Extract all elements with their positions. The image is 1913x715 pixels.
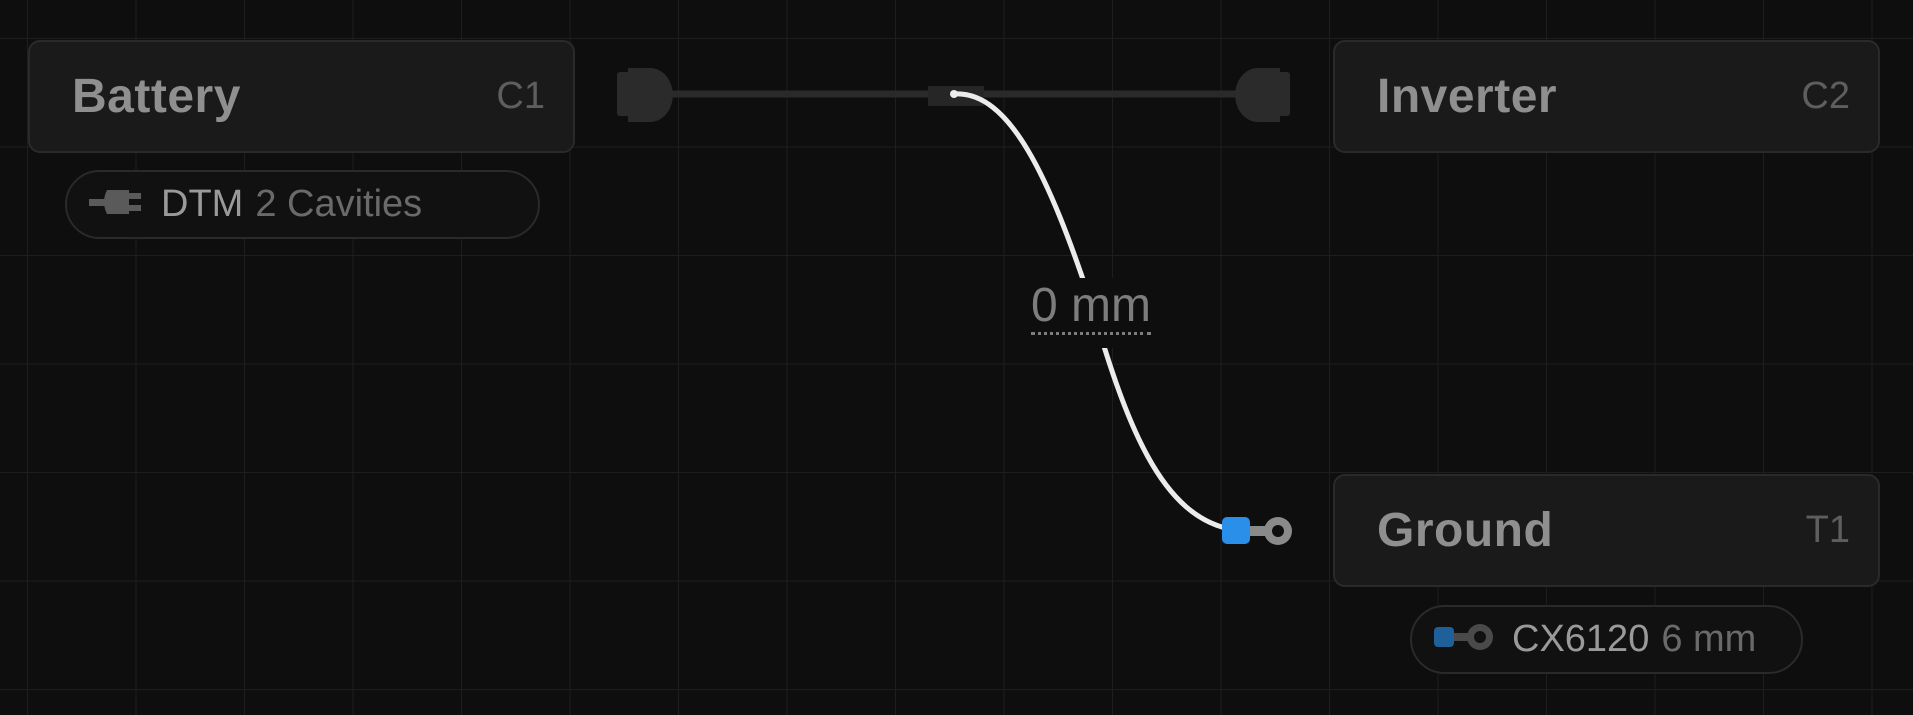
battery-connector-detail: 2 Cavities <box>255 183 423 225</box>
ground-ring-terminal-icon[interactable] <box>1222 517 1292 545</box>
ground-terminal-pill[interactable]: CX6120 6 mm <box>1410 605 1803 674</box>
battery-node[interactable]: Battery C1 <box>28 40 575 153</box>
c2-connector-end-icon[interactable] <box>1235 68 1290 122</box>
ground-node[interactable]: Ground T1 <box>1333 474 1880 587</box>
length-label-mask <box>1028 278 1168 348</box>
ground-terminal-detail: 6 mm <box>1661 618 1757 660</box>
battery-connector-pill[interactable]: DTM 2 Cavities <box>65 170 540 239</box>
inverter-node[interactable]: Inverter C2 <box>1333 40 1880 153</box>
wire-start-dot[interactable] <box>950 90 958 98</box>
ground-node-code: T1 <box>1805 509 1850 551</box>
wire-length-label[interactable]: 0 mm <box>1031 280 1151 335</box>
ground-terminal-name: CX6120 <box>1512 618 1650 660</box>
inverter-node-title: Inverter <box>1377 70 1558 123</box>
ring-terminal-icon <box>1434 621 1498 658</box>
battery-node-title: Battery <box>72 70 241 123</box>
battery-node-code: C1 <box>496 75 545 117</box>
c1-connector-end-icon[interactable] <box>617 68 673 122</box>
connector-plug-icon <box>89 184 147 225</box>
ground-node-title: Ground <box>1377 504 1554 557</box>
battery-connector-name: DTM <box>161 183 244 225</box>
inverter-node-code: C2 <box>1801 75 1850 117</box>
